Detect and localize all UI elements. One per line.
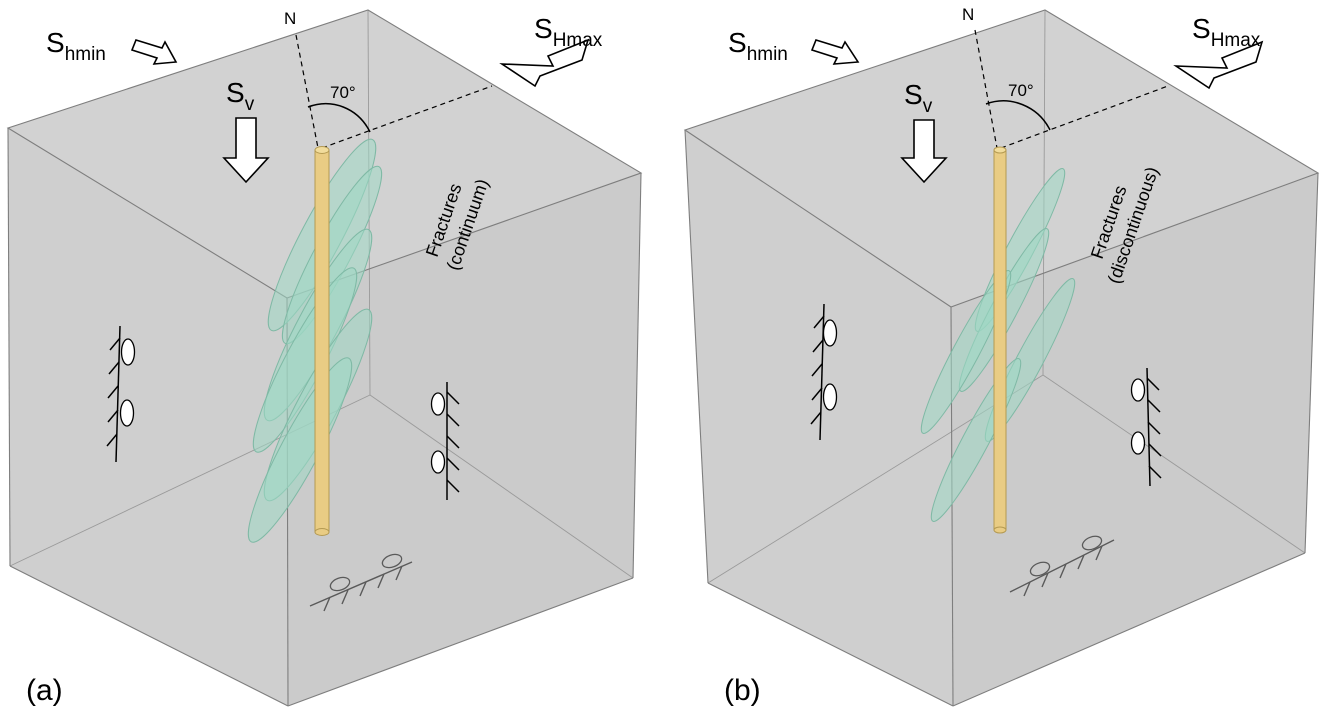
shmax-arrow bbox=[499, 38, 590, 88]
angle-arc bbox=[985, 100, 1051, 131]
shmin-label: Shmin bbox=[46, 27, 106, 65]
breakout-symbol-left bbox=[106, 325, 136, 463]
wellbore bbox=[993, 146, 1007, 534]
sv-arrow bbox=[222, 117, 270, 184]
north-label: N bbox=[284, 9, 296, 28]
shmax-label: SHmax bbox=[534, 13, 603, 51]
wellbore bbox=[314, 146, 330, 536]
breakout-symbol-bottom bbox=[309, 553, 413, 612]
shmax-direction-line bbox=[321, 85, 493, 149]
shmin-arrow bbox=[130, 39, 178, 65]
shmin-arrow bbox=[810, 39, 860, 65]
panel-label: (a) bbox=[26, 674, 63, 707]
shmax-direction-line bbox=[1000, 85, 1169, 149]
sv-label: Sv bbox=[226, 77, 255, 115]
panel-a: 70° N Sv Shmin SHmax Fractures (c bbox=[6, 9, 643, 707]
box-left-face bbox=[8, 128, 288, 706]
breakout-symbol-bottom bbox=[1009, 535, 1115, 597]
angle-label: 70° bbox=[1008, 81, 1034, 100]
box-left-face bbox=[685, 130, 953, 706]
north-line bbox=[295, 34, 319, 149]
sv-arrow bbox=[900, 119, 948, 184]
shmin-label: Shmin bbox=[728, 27, 788, 65]
box-right-face bbox=[287, 173, 641, 706]
breakout-symbol-right bbox=[430, 382, 460, 500]
north-line bbox=[974, 29, 998, 149]
panel-label: (b) bbox=[724, 674, 761, 707]
sv-label: Sv bbox=[904, 79, 933, 117]
shmax-arrow bbox=[1173, 40, 1264, 90]
angle-arc bbox=[307, 103, 371, 133]
north-label: N bbox=[962, 5, 974, 24]
fracture-disc bbox=[920, 270, 1012, 434]
panel-b: 70° N Sv Shmin SHmax Fractures (disconti… bbox=[683, 5, 1320, 707]
breakout-symbol-left bbox=[810, 303, 838, 441]
angle-label: 70° bbox=[330, 83, 356, 102]
shmax-label: SHmax bbox=[1192, 13, 1261, 51]
breakout-symbol-right bbox=[1130, 367, 1162, 487]
